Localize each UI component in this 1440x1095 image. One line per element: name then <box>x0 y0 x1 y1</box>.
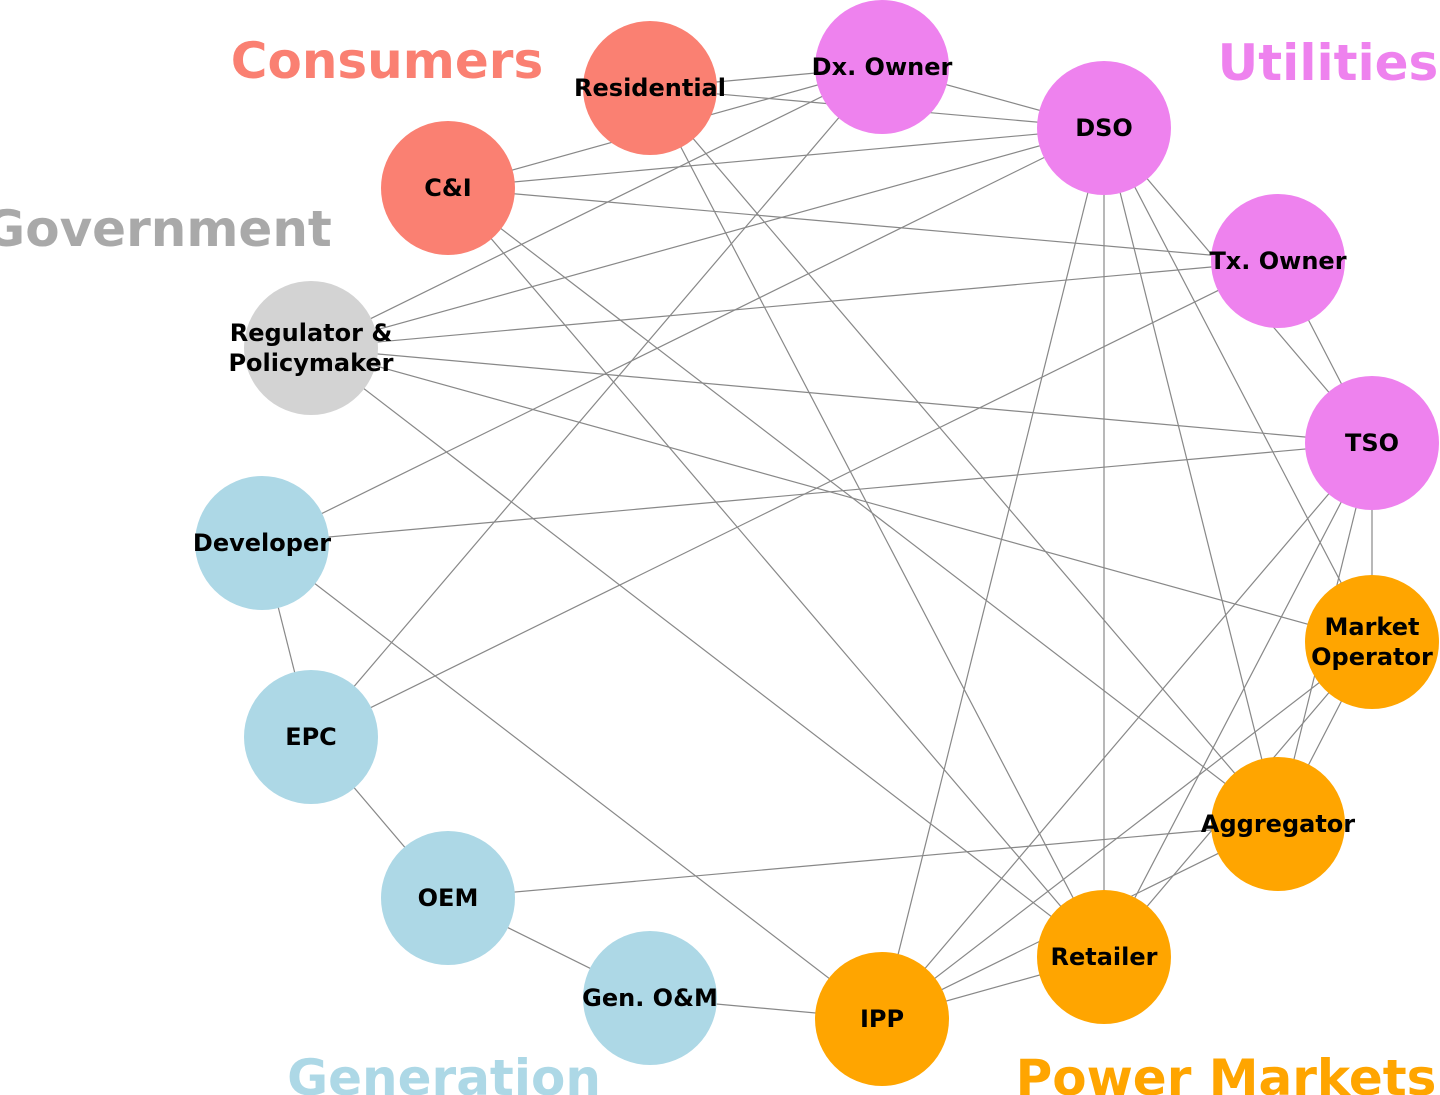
edge-ci-retailer <box>447 187 1105 958</box>
node-circle-epc[interactable] <box>244 670 378 804</box>
edge-dso-ipp <box>881 127 1105 1020</box>
node-label-regulator-2: Policymaker <box>228 349 393 377</box>
node-circle-ipp[interactable] <box>815 952 949 1086</box>
node-circle-regulator[interactable] <box>244 281 378 415</box>
edge-dso-marketop <box>1103 127 1373 643</box>
edges-layer <box>261 66 1373 1020</box>
edge-dxowner-regulator <box>310 66 883 349</box>
group-label-government: Government <box>0 200 332 258</box>
node-residential[interactable]: Residential <box>574 21 726 155</box>
node-label-marketop-1: Market <box>1325 613 1420 641</box>
edge-dso-aggregator <box>1103 127 1279 825</box>
node-circle-ci[interactable] <box>381 121 515 255</box>
node-txowner[interactable]: Tx. Owner <box>1209 194 1347 328</box>
node-label-ipp: IPP <box>860 1005 904 1033</box>
edge-tso-retailer <box>1103 442 1373 958</box>
node-aggregator[interactable]: Aggregator <box>1201 757 1355 891</box>
node-retailer[interactable]: Retailer <box>1037 890 1171 1024</box>
node-circle-retailer[interactable] <box>1037 890 1171 1024</box>
node-epc[interactable]: EPC <box>244 670 378 804</box>
node-tso[interactable]: TSO <box>1305 376 1439 510</box>
group-label-consumers: Consumers <box>231 32 543 90</box>
node-developer[interactable]: Developer <box>193 476 331 610</box>
edge-dso-regulator <box>310 127 1105 349</box>
node-label-ci: C&I <box>424 174 471 202</box>
node-circle-genom[interactable] <box>583 931 717 1065</box>
node-label-dso: DSO <box>1075 114 1133 142</box>
edge-ci-aggregator <box>447 187 1279 825</box>
node-label-residential: Residential <box>574 74 726 102</box>
edge-ipp-marketop <box>881 641 1373 1020</box>
node-label-aggregator: Aggregator <box>1201 810 1355 838</box>
edge-tso-regulator <box>310 347 1373 444</box>
node-label-genom: Gen. O&M <box>582 984 718 1012</box>
node-oem[interactable]: OEM <box>381 831 515 965</box>
node-circle-aggregator[interactable] <box>1211 757 1345 891</box>
node-label-retailer: Retailer <box>1051 943 1158 971</box>
node-circle-tso[interactable] <box>1305 376 1439 510</box>
node-circle-residential[interactable] <box>583 21 717 155</box>
edge-txowner-epc <box>310 260 1279 738</box>
node-circle-txowner[interactable] <box>1211 194 1345 328</box>
node-circle-dxowner[interactable] <box>815 0 949 134</box>
node-label-developer: Developer <box>193 529 331 557</box>
node-circle-developer[interactable] <box>195 476 329 610</box>
node-circle-marketop[interactable] <box>1305 575 1439 709</box>
node-ci[interactable]: C&I <box>381 121 515 255</box>
node-genom[interactable]: Gen. O&M <box>582 931 718 1065</box>
node-label-txowner: Tx. Owner <box>1209 247 1346 275</box>
edge-txowner-regulator <box>310 260 1279 349</box>
group-label-utilities: Utilities <box>1218 34 1439 92</box>
node-label-oem: OEM <box>418 884 479 912</box>
node-label-dxowner: Dx. Owner <box>812 53 953 81</box>
node-circle-dso[interactable] <box>1037 61 1171 195</box>
node-ipp[interactable]: IPP <box>815 952 949 1086</box>
node-label-marketop-2: Operator <box>1311 643 1433 671</box>
group-label-generation: Generation <box>287 1049 601 1095</box>
edge-developer-ipp <box>261 542 883 1020</box>
edge-tso-developer <box>261 442 1373 544</box>
edge-dxowner-epc <box>310 66 883 738</box>
group-label-power-markets: Power Markets <box>1016 1049 1437 1095</box>
edge-ci-dso <box>447 127 1105 189</box>
edge-ci-txowner <box>447 187 1279 262</box>
node-label-regulator-1: Regulator & <box>230 319 393 347</box>
node-dso[interactable]: DSO <box>1037 61 1171 195</box>
node-circle-oem[interactable] <box>381 831 515 965</box>
node-regulator[interactable]: Regulator &Policymaker <box>228 281 394 415</box>
edge-residential-retailer <box>649 87 1105 958</box>
edge-dso-developer <box>261 127 1105 544</box>
edge-regulator-marketop <box>310 347 1373 643</box>
node-label-tso: TSO <box>1345 429 1399 457</box>
edge-tso-ipp <box>881 442 1373 1020</box>
node-dxowner[interactable]: Dx. Owner <box>812 0 953 134</box>
node-label-epc: EPC <box>285 723 337 751</box>
edge-oem-aggregator <box>447 823 1279 899</box>
edge-regulator-retailer <box>310 347 1105 958</box>
edge-residential-aggregator <box>649 87 1279 825</box>
